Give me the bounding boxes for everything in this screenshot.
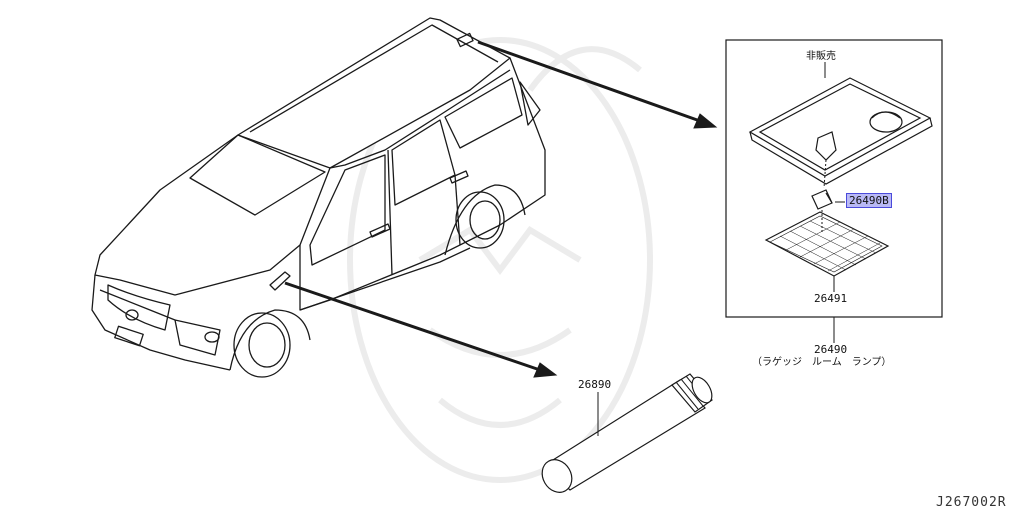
- label-not-for-sale: 非販売: [806, 51, 836, 62]
- label-lamp-name: （ラゲッジ ルーム ランプ）: [752, 357, 892, 368]
- lamp-inset: [725, 39, 943, 343]
- label-bulb-part-number[interactable]: 26490B: [846, 193, 892, 208]
- arrow-to-flashlight: [284, 281, 541, 372]
- label-lamp-part-number[interactable]: 26490: [814, 343, 848, 356]
- drawing-code: J267002R: [936, 495, 1007, 510]
- pointer-arrows: [284, 40, 718, 378]
- arrow-head-flashlight: [533, 362, 558, 378]
- arrow-to-lamp: [477, 40, 701, 123]
- label-lens-part-number[interactable]: 26491: [814, 292, 848, 305]
- car-illustration: [91, 17, 546, 378]
- label-flashlight-part-number[interactable]: 26890: [578, 378, 612, 391]
- flashlight-illustration: [541, 373, 713, 493]
- arrow-head-lamp: [693, 113, 718, 129]
